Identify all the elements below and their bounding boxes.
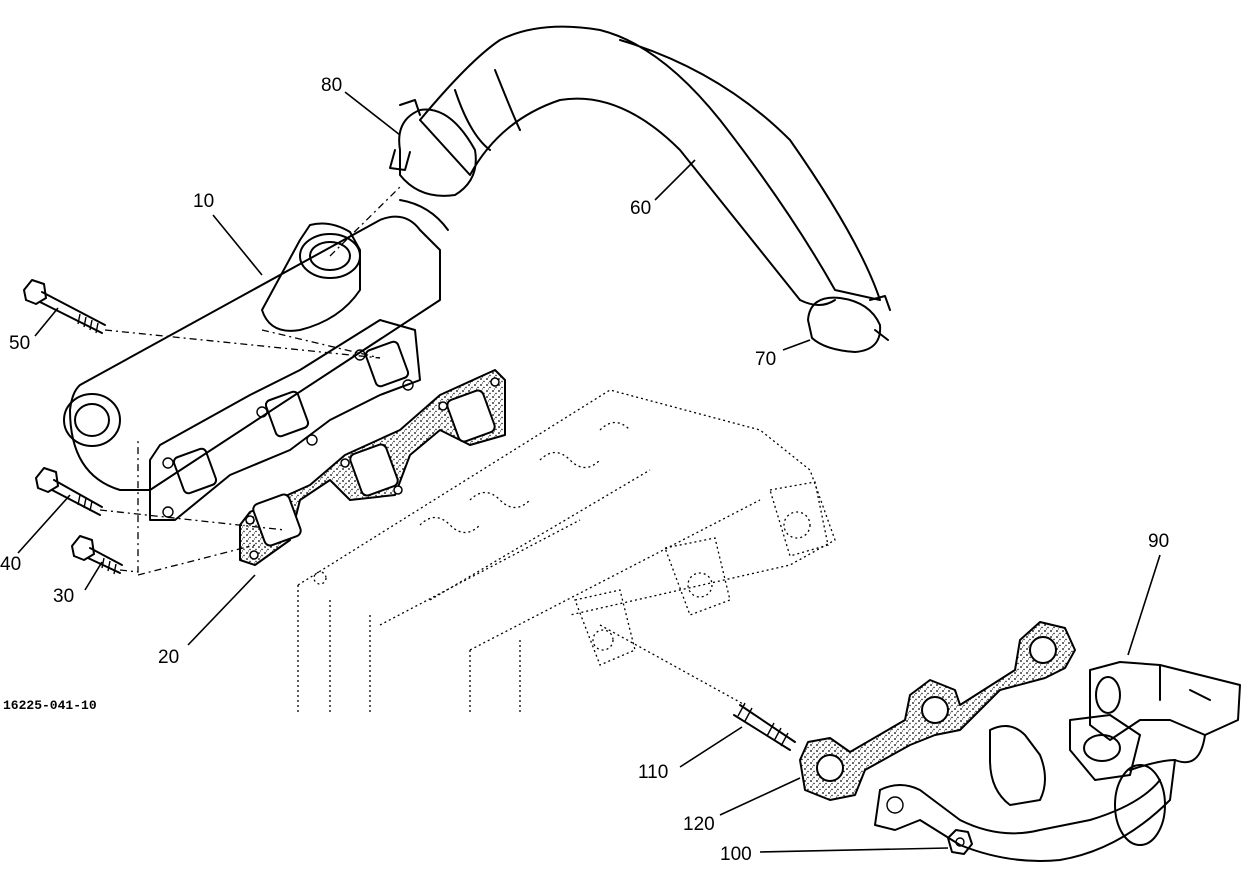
callout-80: 80	[321, 75, 342, 96]
manifold-gasket	[239, 369, 506, 566]
bolt-50	[23, 279, 106, 334]
bolt-40	[35, 467, 103, 516]
callout-110: 110	[638, 762, 668, 783]
callout-120: 120	[683, 814, 715, 835]
leader-20	[187, 574, 256, 646]
callout-10: 10	[193, 191, 214, 212]
callout-60: 60	[630, 198, 651, 219]
callout-100: 100	[720, 844, 752, 865]
intake-gasket	[799, 621, 1076, 801]
callout-40: 40	[0, 554, 21, 575]
nut-100	[947, 829, 973, 855]
exhaust-manifold	[63, 199, 449, 521]
leader-110	[679, 726, 743, 768]
air-hose	[419, 25, 881, 306]
callout-70: 70	[755, 349, 776, 370]
leader-60	[654, 159, 696, 201]
leader-10	[212, 214, 263, 276]
leader-80	[344, 91, 401, 136]
callout-20: 20	[158, 647, 179, 668]
leader-40	[17, 494, 71, 554]
intake-manifold	[874, 661, 1241, 862]
hose-clamp-80	[389, 99, 477, 197]
hose-clamp-70	[807, 295, 891, 353]
callout-90: 90	[1148, 531, 1169, 552]
figure-code: 16225-041-10	[3, 698, 97, 713]
bolt-30	[71, 535, 123, 575]
leader-100	[759, 847, 949, 853]
leader-120	[719, 777, 801, 816]
callout-50: 50	[9, 333, 30, 354]
leader-50	[34, 307, 59, 337]
stud-110	[733, 702, 796, 751]
cylinder-head	[297, 389, 836, 715]
leader-90	[1127, 554, 1161, 656]
callout-30: 30	[53, 586, 74, 607]
leader-30	[84, 561, 103, 591]
leader-70	[782, 339, 811, 351]
